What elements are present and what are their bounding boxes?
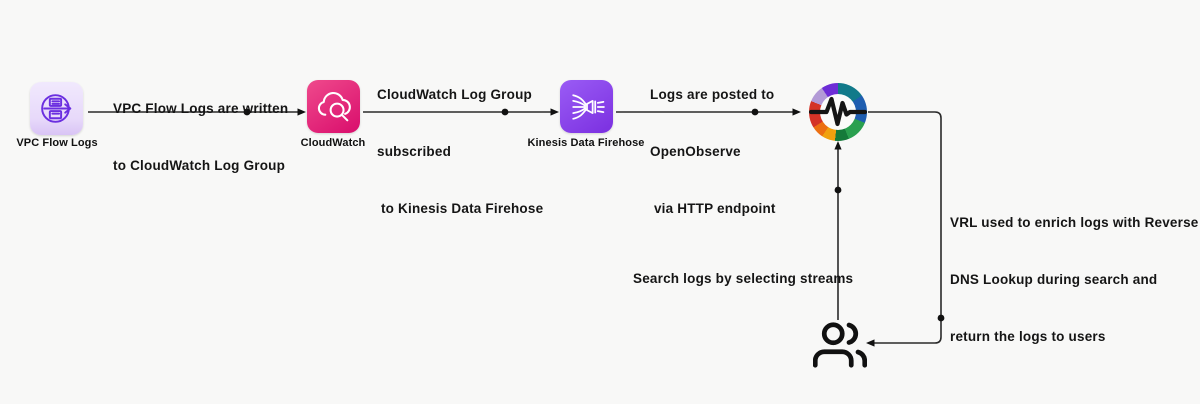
openobserve-logo [809,83,867,141]
annotation-vpc-to-cloudwatch: VPC Flow Logs are written to CloudWatch … [113,61,288,213]
annotation-vrl-enrich: VRL used to enrich logs with Reverse DNS… [950,175,1199,384]
annotation-line: subscribed [377,144,452,159]
arrowhead-into-cloudwatch [297,108,306,116]
connector-dot [751,108,759,116]
annotation-line: Logs are posted to [650,87,775,102]
node-cloudwatch [307,80,360,133]
users-icon [813,322,867,368]
annotation-line: Search logs by selecting streams [633,271,854,286]
annotation-search-logs: Search logs by selecting streams [633,231,853,326]
heartbeat-pulse-icon [809,96,867,127]
annotation-line: VPC Flow Logs are written [113,101,289,116]
kinesis-data-firehose-icon [560,80,613,133]
annotation-line: via HTTP endpoint [650,201,776,216]
annotation-kinesis-to-openobserve: Logs are posted to OpenObserve via HTTP … [650,47,776,256]
connector-dot [501,108,509,116]
annotation-line: CloudWatch Log Group [377,87,532,102]
connector-dot [834,186,842,194]
annotation-line: OpenObserve [650,144,741,159]
connector-dot [937,314,945,322]
annotation-line: return the logs to users [950,329,1106,344]
annotation-line: VRL used to enrich logs with Reverse [950,215,1199,230]
arrowhead-into-users [866,339,875,347]
connector-openobserve-to-users [868,111,942,344]
arrowhead-up-into-openobserve [834,141,842,150]
connector-dot [243,108,251,116]
vpc-flow-logs-icon [30,82,83,135]
node-vpc-flow-logs [30,82,83,135]
node-label-kinesis-firehose: Kinesis Data Firehose [527,137,645,149]
annotation-line: to Kinesis Data Firehose [377,201,544,216]
annotation-line: to CloudWatch Log Group [113,158,286,173]
arrowhead-into-kinesis [550,108,559,116]
node-kinesis-firehose [560,80,613,133]
node-label-cloudwatch: CloudWatch [300,137,366,149]
arrowhead-into-openobserve [792,108,801,116]
annotation-line: DNS Lookup during search and [950,272,1158,287]
cloudwatch-icon [307,80,360,133]
annotation-cloudwatch-to-kinesis: CloudWatch Log Group subscribed to Kines… [377,47,543,256]
node-label-vpc-flow-logs: VPC Flow Logs [16,137,98,149]
